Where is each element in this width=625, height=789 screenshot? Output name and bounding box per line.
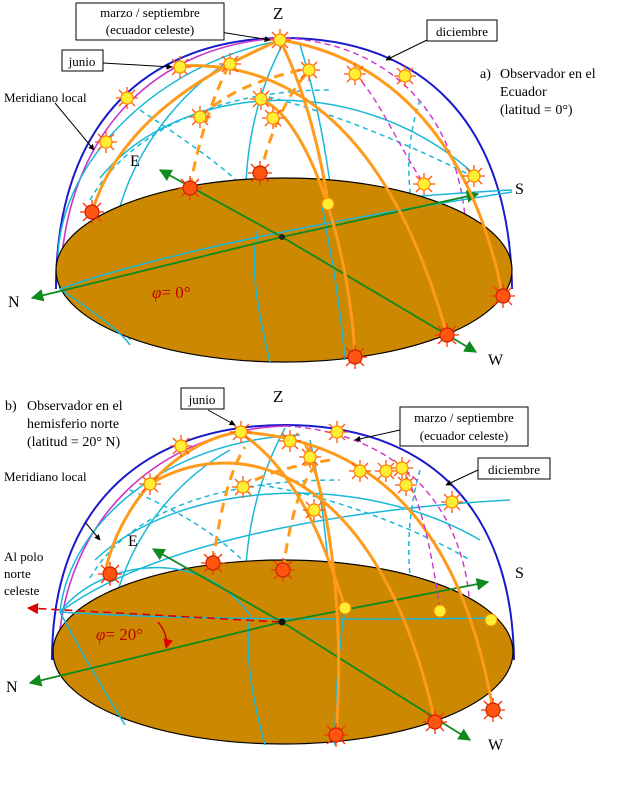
pole-line1-b: Al polo: [4, 549, 43, 564]
meridian-label-a: Meridiano local: [4, 90, 87, 105]
equinox-sub-label-b: (ecuador celeste): [420, 428, 508, 443]
pole-arrow-b: [26, 602, 281, 623]
observer-line3-a: (latitud = 0°): [500, 103, 573, 118]
zenith-label-b: Z: [273, 387, 283, 406]
west-label-b: W: [488, 737, 504, 754]
observer-line2-b: hemisferio norte: [27, 417, 119, 432]
ground-a: [55, 177, 513, 363]
sun-paths-a: [90, 38, 505, 358]
phi-label-a: φ= 0°: [152, 283, 191, 302]
panel-letter-b: b): [5, 399, 17, 414]
pole-line3-b: celeste: [4, 583, 40, 598]
east-label-b: E: [128, 533, 138, 550]
equinox-label-b: marzo / septiembre: [414, 410, 514, 425]
december-label-b: diciembre: [488, 462, 540, 477]
june-label-b: junio: [188, 392, 216, 407]
ground-b: [52, 559, 514, 745]
equinox-sub-label-a: (ecuador celeste): [106, 22, 194, 37]
label-boxes-a: marzo / septiembre (ecuador celeste) jun…: [61, 2, 498, 72]
zenith-label-a: Z: [273, 4, 283, 23]
december-label-a: diciembre: [436, 24, 488, 39]
south-label-b: S: [515, 565, 524, 582]
east-label-a: E: [130, 153, 140, 170]
north-label-a: N: [8, 294, 20, 311]
dome-outline-b: [51, 423, 515, 661]
north-label-b: N: [6, 679, 18, 696]
june-label-a: junio: [68, 54, 96, 69]
west-label-a: W: [488, 352, 504, 369]
pole-line2-b: norte: [4, 566, 31, 581]
observer-line3-b: (latitud = 20° N): [27, 435, 121, 450]
observer-line2-a: Ecuador: [500, 85, 547, 100]
equinox-label-a: marzo / septiembre: [100, 5, 200, 20]
panel-a: marzo / septiembre (ecuador celeste) jun…: [4, 2, 596, 370]
phi-label-b: φ= 20°: [96, 625, 143, 644]
observer-line1-a: Observador en el: [500, 67, 596, 82]
observer-line1-b: Observador en el: [27, 399, 123, 414]
label-boxes-b: junio marzo / septiembre (ecuador celest…: [180, 387, 551, 480]
south-label-a: S: [515, 181, 524, 198]
panel-b: junio marzo / septiembre (ecuador celest…: [4, 387, 551, 754]
meridian-label-b: Meridiano local: [4, 469, 87, 484]
panel-letter-a: a): [480, 67, 491, 82]
